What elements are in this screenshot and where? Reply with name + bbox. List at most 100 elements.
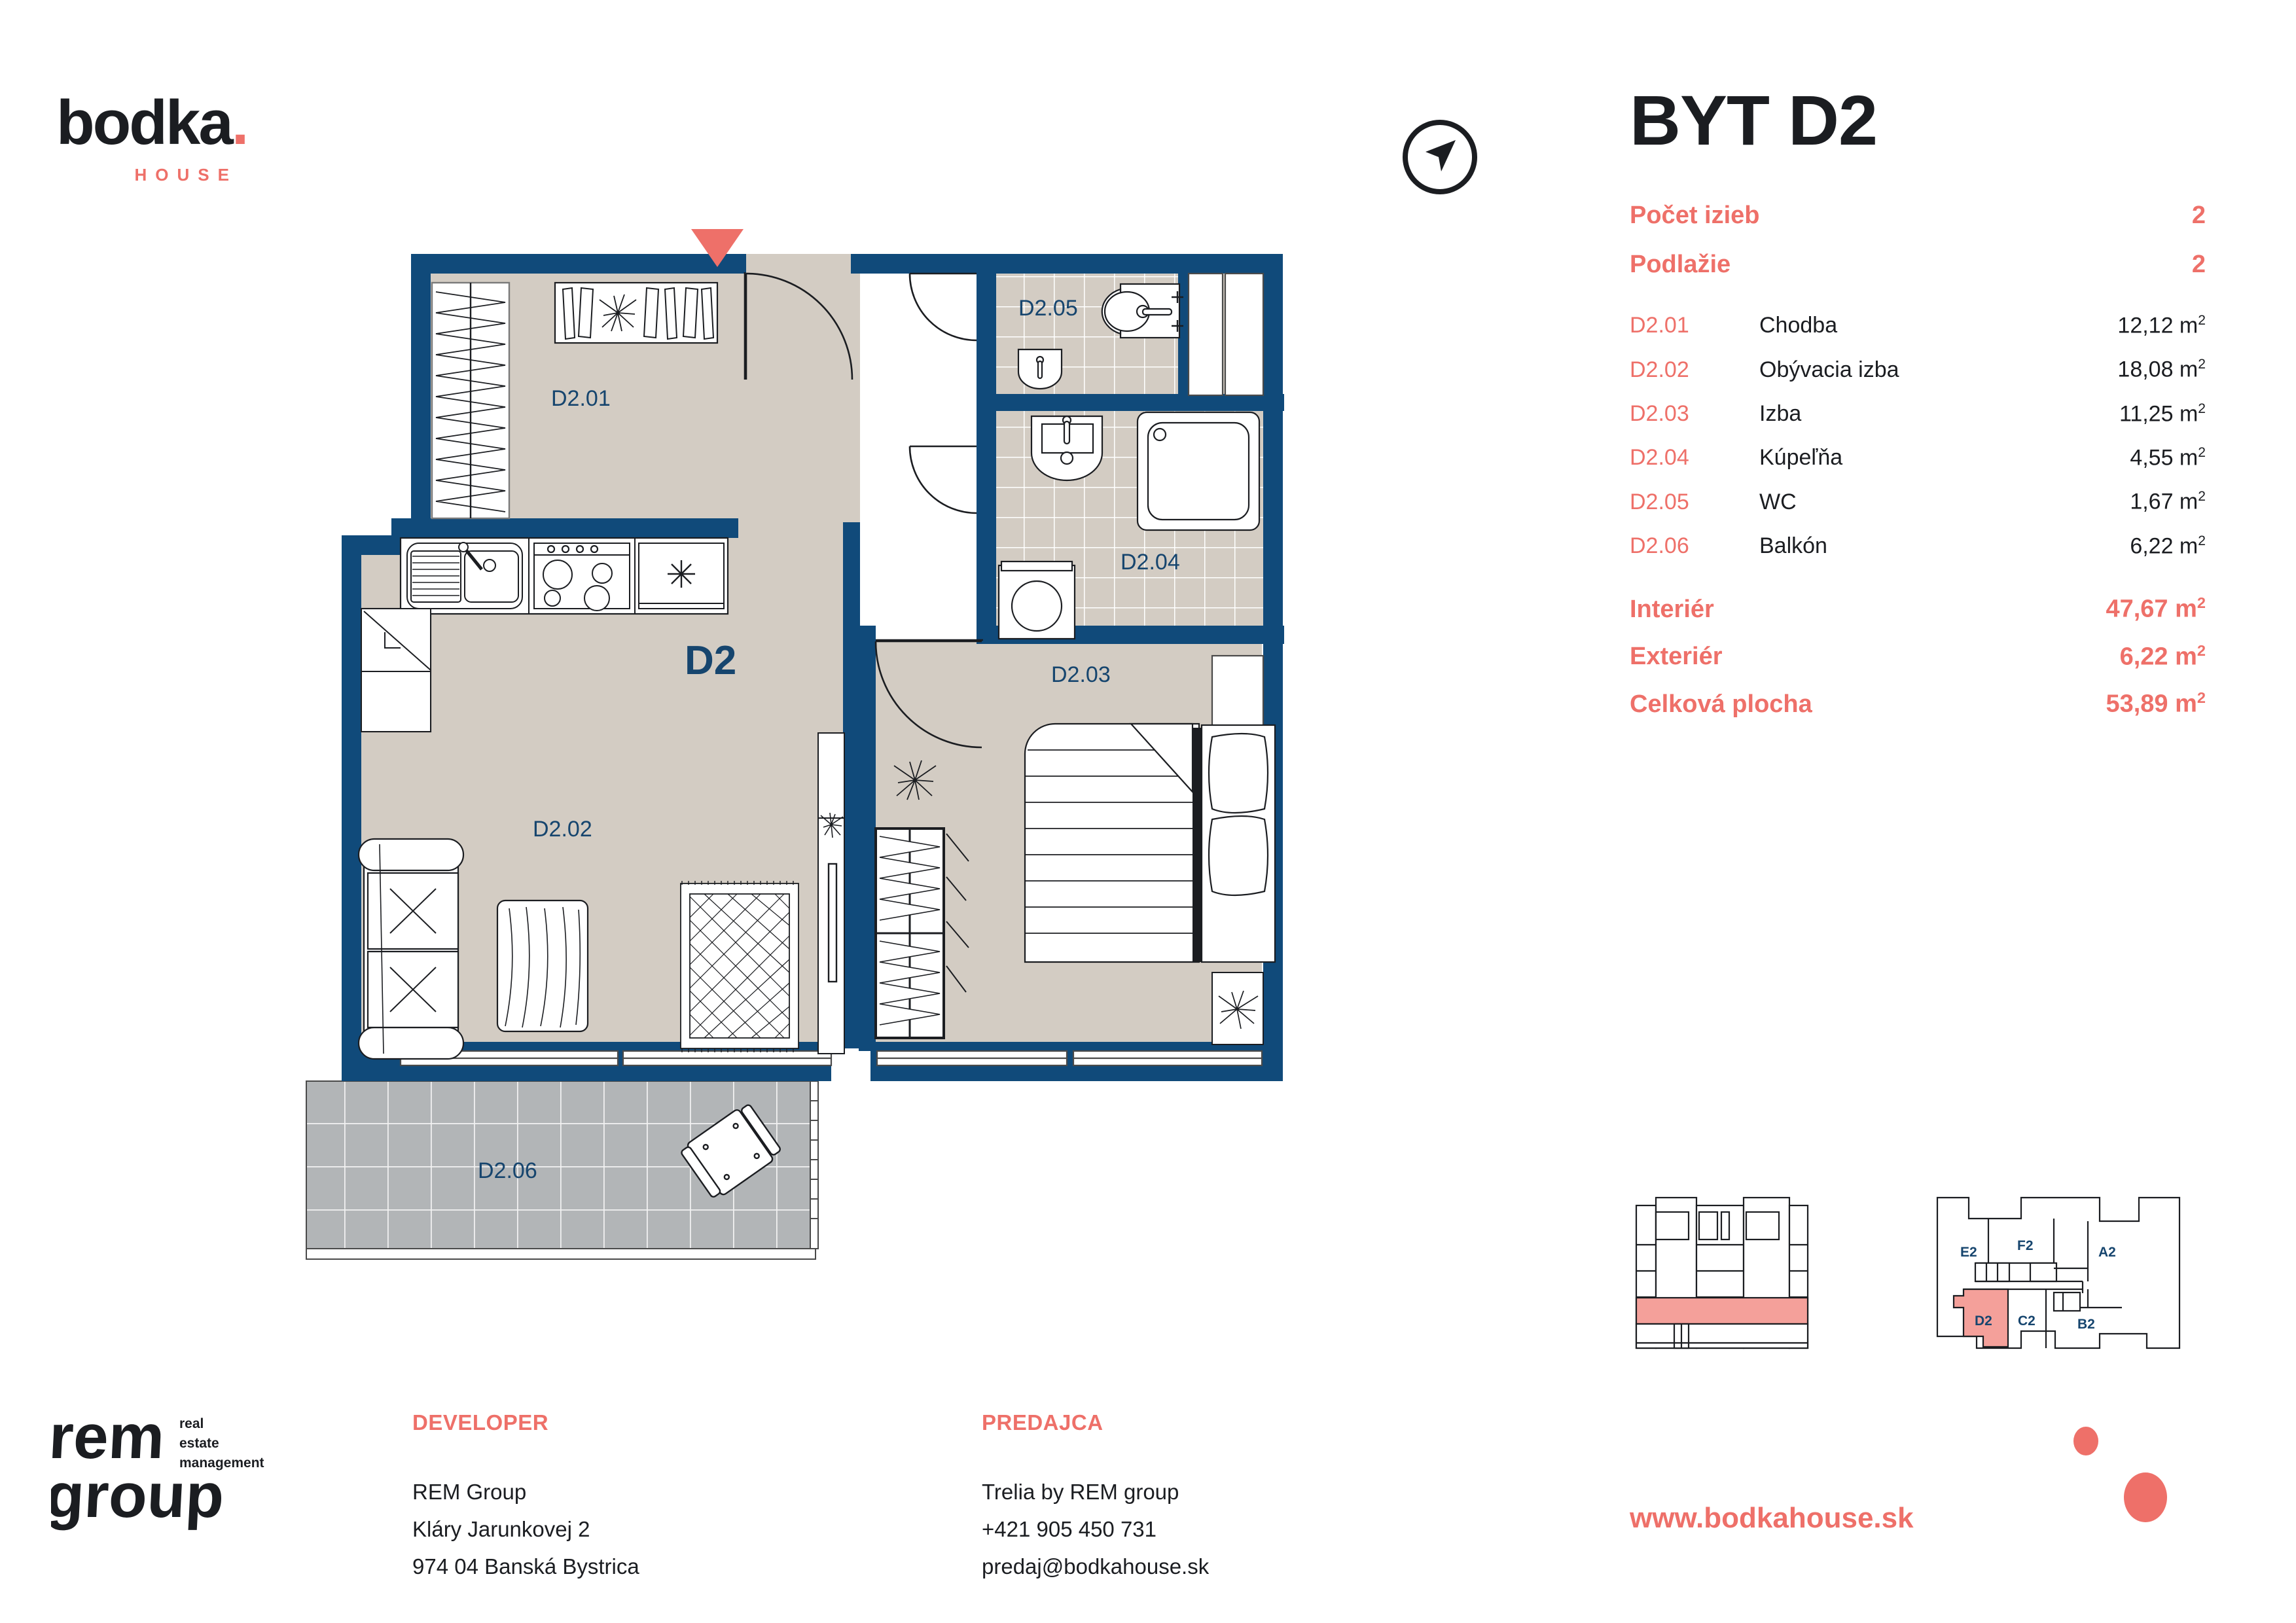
bed-icon: [1024, 722, 1276, 963]
total-value-interior: 47,67 m2: [2106, 594, 2206, 623]
total-label-exterior: Exteriér: [1630, 643, 1723, 671]
washbasin-icon: [1030, 415, 1103, 482]
total-value-exterior: 6,22 m2: [2119, 641, 2206, 671]
room-code: D2.06: [1630, 533, 1689, 558]
room-area: 18,08 m2: [2117, 357, 2206, 382]
keyplan-label-e2: E2: [1960, 1245, 1977, 1260]
room-label-living: D2.02: [533, 817, 592, 842]
living-niche-box: [361, 608, 431, 732]
brand-name: bodka: [56, 88, 234, 158]
developer-heading: DEVELOPER: [412, 1410, 549, 1435]
room-label-bathroom: D2.04: [1121, 550, 1180, 575]
table-row: D2.05 WC 1,67 m2: [1630, 489, 2206, 514]
wardrobe-bedroom: [874, 827, 969, 1039]
total-row-interior: Interiér 47,67 m2: [1630, 594, 2206, 624]
bodka-house-logo: bodka. HOUSE: [56, 92, 249, 185]
north-arrow-compass: [1401, 118, 1479, 196]
room-code: D2.04: [1630, 445, 1689, 471]
developer-city: 974 04 Banská Bystrica: [412, 1554, 639, 1578]
seller-heading: PREDAJCA: [982, 1410, 1103, 1435]
decorative-dot-small: [2073, 1427, 2098, 1455]
summary-label-rooms: Počet izieb: [1630, 202, 1760, 229]
room-code: D2.05: [1630, 489, 1689, 514]
website-url[interactable]: www.bodkahouse.sk: [1630, 1502, 1914, 1534]
brand-wordmark: bodka.: [56, 92, 249, 154]
room-area: 6,22 m2: [2130, 533, 2206, 558]
page-title: BYT D2: [1630, 80, 1878, 160]
summary-row-floor: Podlažie 2: [1630, 251, 2206, 279]
room-name: Kúpeľňa: [1759, 445, 1843, 471]
entrance-marker: [691, 229, 744, 267]
plant-icon: [820, 812, 844, 838]
summary-row-rooms: Počet izieb 2: [1630, 202, 2206, 230]
hall-console-shelf: [554, 281, 719, 344]
room-label-balcony: D2.06: [478, 1158, 537, 1183]
developer-street: Kláry Jarunkovej 2: [412, 1517, 590, 1541]
room-name: Obývacia izba: [1759, 357, 1899, 382]
rem-logo-tag-management: management: [179, 1455, 264, 1471]
rug-icon: [680, 881, 799, 1052]
seller-phone[interactable]: +421 905 450 731: [982, 1517, 1157, 1541]
room-area: 4,55 m2: [2130, 444, 2206, 471]
summary-value-floor: 2: [2191, 251, 2206, 278]
small-washbasin-icon: [1017, 348, 1063, 390]
room-label-wc: D2.05: [1018, 296, 1078, 321]
coffee-table-icon: [496, 899, 589, 1033]
balcony-chair-furniture: [681, 1104, 781, 1198]
toilet-icon: [1101, 283, 1183, 339]
apartment-info-panel: BYT D2 Počet izieb 2 Podlažie 2 D2.01 Ch…: [1630, 85, 2206, 737]
room-balcony: D2.06: [306, 1080, 819, 1260]
unit-label-d2: D2: [685, 638, 736, 683]
keyplan-label-b2: B2: [2077, 1317, 2095, 1332]
room-area: 12,12 m2: [2117, 313, 2206, 338]
rem-logo-tag-real: real: [179, 1416, 204, 1431]
total-value-total-area: 53,89 m2: [2106, 689, 2206, 718]
summary-value-rooms: 2: [2191, 202, 2206, 229]
keyplan-label-f2: F2: [2017, 1238, 2034, 1253]
developer-contact-block: DEVELOPER REM Group Kláry Jarunkovej 2 9…: [412, 1410, 639, 1592]
seller-company: Trelia by REM group: [982, 1480, 1179, 1504]
apartment-floor-plan: D2.06: [301, 216, 1296, 1315]
table-row: D2.03 Izba 11,25 m2: [1630, 401, 2206, 427]
summary-list: Počet izieb 2 Podlažie 2: [1630, 202, 2206, 279]
room-code: D2.01: [1630, 313, 1689, 338]
table-row: D2.06 Balkón 6,22 m2: [1630, 533, 2206, 559]
wardrobe-hall: [431, 281, 511, 520]
room-label-bedroom: D2.03: [1051, 662, 1111, 687]
living-room-furniture: D2.02 D2: [357, 608, 845, 1060]
wc-fixtures: D2.05: [1017, 283, 1183, 390]
refrigerator-icon: [638, 543, 725, 609]
total-label-total-area: Celková plocha: [1630, 690, 1812, 718]
room-name: Chodba: [1759, 313, 1838, 338]
kitchen-sink-icon: [406, 542, 523, 609]
shower-tray-icon: [1136, 411, 1261, 531]
brand-subtitle: HOUSE: [134, 165, 238, 185]
bathroom-fixtures: D2.04: [997, 411, 1261, 640]
summary-label-floor: Podlažie: [1630, 251, 1731, 278]
total-row-total-area: Celková plocha 53,89 m2: [1630, 689, 2206, 719]
seller-email[interactable]: predaj@bodkahouse.sk: [982, 1554, 1210, 1578]
seller-contact-block: PREDAJCA Trelia by REM group +421 905 45…: [982, 1410, 1209, 1592]
table-row: D2.04 Kúpeľňa 4,55 m2: [1630, 445, 2206, 471]
total-row-exterior: Exteriér 6,22 m2: [1630, 642, 2206, 671]
decorative-dot-large: [2124, 1472, 2167, 1522]
rem-group-logo: rem group real estate management: [45, 1400, 267, 1544]
room-name: Izba: [1759, 401, 1802, 426]
rem-logo-tag-estate: estate: [179, 1436, 219, 1451]
area-totals: Interiér 47,67 m2 Exteriér 6,22 m2 Celko…: [1630, 594, 2206, 719]
room-schedule-table: D2.01 Chodba 12,12 m2 D2.02 Obývacia izb…: [1630, 313, 2206, 559]
rem-logo-line2: group: [51, 1461, 226, 1531]
total-label-interior: Interiér: [1630, 595, 1714, 623]
brand-dot: .: [231, 88, 249, 158]
highlighted-floor-band: [1635, 1296, 1809, 1325]
plant-icon: [893, 760, 937, 800]
hall-furniture: D2.01: [431, 281, 719, 520]
keyplan-label-d2: D2: [1975, 1313, 1992, 1329]
sofa-icon: [357, 838, 465, 1060]
room-area: 11,25 m2: [2119, 401, 2206, 426]
bedroom-furniture: D2.03: [874, 662, 1276, 1045]
keyplan-label-a2: A2: [2098, 1245, 2116, 1260]
washing-machine-icon: [997, 560, 1076, 640]
keyplan-label-c2: C2: [2018, 1313, 2036, 1329]
